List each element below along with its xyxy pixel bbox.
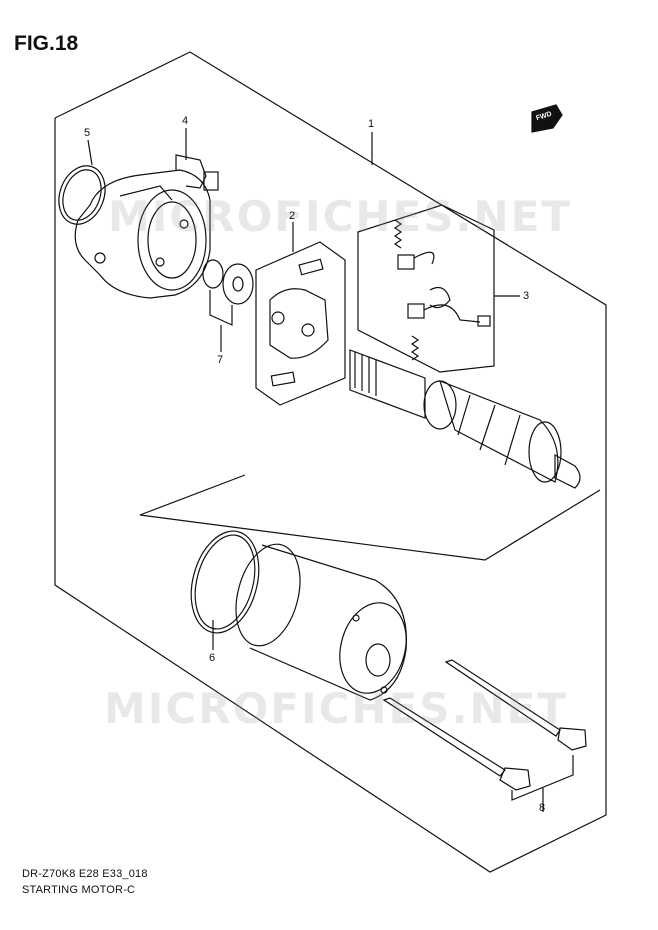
callout-6: 6 bbox=[209, 652, 216, 664]
brush-set-part-3 bbox=[357, 204, 520, 373]
callout-4: 4 bbox=[182, 115, 189, 127]
callout-8: 8 bbox=[539, 802, 546, 814]
o-ring-part-6 bbox=[190, 530, 260, 650]
watermark-top: MICROFICHES.NET bbox=[108, 192, 572, 241]
watermark-bottom: MICROFICHES.NET bbox=[104, 684, 568, 733]
armature bbox=[349, 349, 581, 489]
end-cover-part-4 bbox=[74, 128, 219, 299]
callout-1: 1 bbox=[368, 118, 375, 130]
model-code: DR-Z70K8 E28 E33_018 bbox=[22, 868, 148, 880]
assembly-divider bbox=[139, 474, 601, 561]
washers-part-7 bbox=[202, 259, 254, 352]
callout-3: 3 bbox=[523, 290, 530, 302]
forward-arrow-icon bbox=[531, 104, 563, 133]
figure-title: FIG.18 bbox=[14, 32, 79, 55]
bolts-part-8 bbox=[382, 659, 587, 812]
callout-7: 7 bbox=[217, 354, 224, 366]
yoke-housing bbox=[235, 543, 408, 701]
callout-5: 5 bbox=[84, 127, 91, 139]
callout-2: 2 bbox=[289, 210, 296, 222]
assembly-outline bbox=[54, 51, 607, 873]
brush-holder-part-2 bbox=[255, 222, 346, 406]
assembly-name: STARTING MOTOR-C bbox=[22, 884, 136, 896]
o-ring-part-5 bbox=[58, 139, 106, 225]
